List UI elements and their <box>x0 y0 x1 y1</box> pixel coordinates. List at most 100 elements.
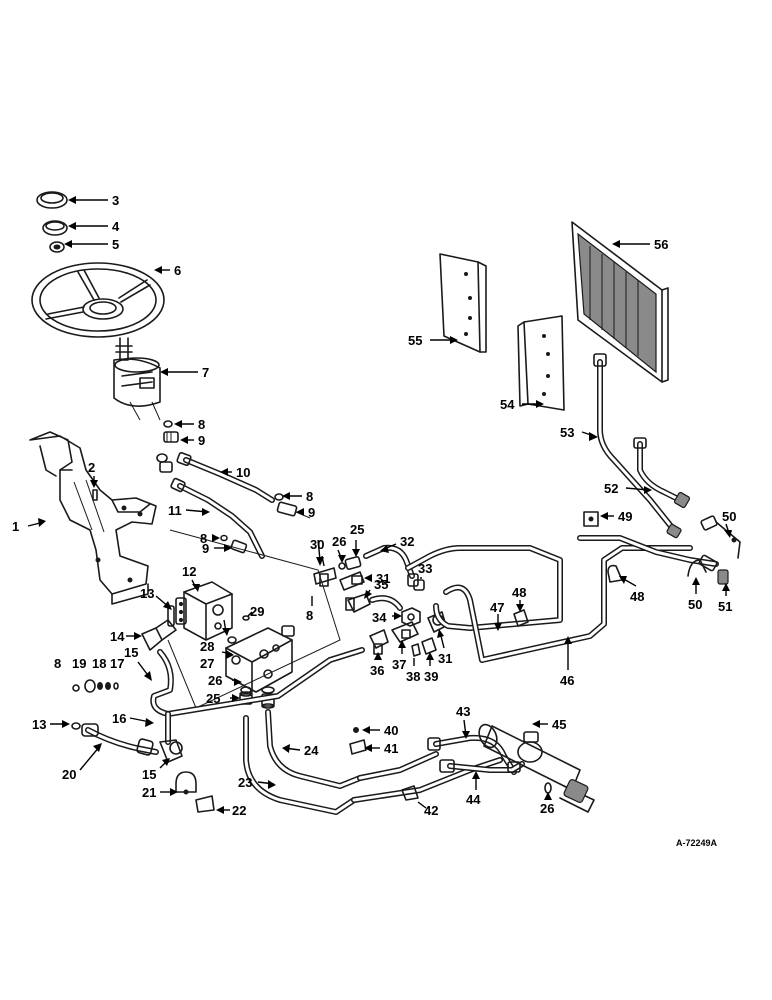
steering-wheel-ring-4 <box>42 220 68 236</box>
callout-38: 38 <box>406 669 420 684</box>
callout-25b: 25 <box>350 522 364 537</box>
tube-46 <box>443 535 719 663</box>
tee-30 <box>313 567 337 587</box>
nut-34 <box>401 607 421 627</box>
tube-52 <box>633 437 691 539</box>
callout-4: 4 <box>112 219 120 234</box>
callout-3: 3 <box>112 193 119 208</box>
fitting-36 <box>369 629 389 655</box>
steering-cylinder-45 <box>478 723 595 813</box>
clip-42 <box>401 785 419 801</box>
steering-wheel-6 <box>31 262 165 338</box>
callout-29: 29 <box>250 604 264 619</box>
callout-7: 7 <box>202 365 209 380</box>
callout-31b: 31 <box>438 651 452 666</box>
o-ring-8c <box>220 534 228 542</box>
callout-50b: 50 <box>688 597 702 612</box>
callout-45: 45 <box>552 717 566 732</box>
callout-56: 56 <box>654 237 668 252</box>
shield-55 <box>439 253 487 353</box>
callout-24: 24 <box>304 743 319 758</box>
shield-54 <box>517 315 565 411</box>
hose-15a <box>150 649 174 717</box>
callout-43: 43 <box>456 704 470 719</box>
callout-17: 17 <box>110 656 124 671</box>
clip-39 <box>421 637 437 655</box>
callout-44: 44 <box>466 792 481 807</box>
fitting-9c <box>230 539 248 554</box>
fitting-50a <box>700 515 741 559</box>
fittings-left <box>156 453 173 473</box>
callout-37: 37 <box>392 657 406 672</box>
callout-23: 23 <box>238 775 252 790</box>
callout-8d: 8 <box>306 608 313 623</box>
oil-cooler-56 <box>571 221 669 383</box>
steering-column-7 <box>113 337 161 421</box>
callout-49: 49 <box>618 509 632 524</box>
callout-46: 46 <box>560 673 574 688</box>
clip-48a <box>513 609 529 627</box>
gasket-13b <box>71 722 81 730</box>
callout-2: 2 <box>88 460 95 475</box>
callout-31a: 31 <box>376 571 390 586</box>
clip-38 <box>411 643 421 657</box>
callout-5: 5 <box>112 237 119 252</box>
callout-8c: 8 <box>200 531 207 546</box>
callout-15b: 15 <box>142 767 156 782</box>
callout-12: 12 <box>182 564 196 579</box>
drawing-code: A-72249A <box>676 838 718 848</box>
o-ring-8a <box>163 420 173 428</box>
valve-block-12 <box>175 581 233 641</box>
callout-28: 28 <box>200 639 214 654</box>
steering-wheel-nut-5 <box>49 241 65 253</box>
callout-53: 53 <box>560 425 574 440</box>
tube-pair-mid <box>351 751 503 803</box>
nut-40 <box>353 727 359 733</box>
tube-23 <box>243 715 357 815</box>
tube-24 <box>265 709 363 789</box>
clamp-21 <box>175 771 197 795</box>
tube-53 <box>593 353 677 533</box>
fitting-31a <box>339 571 365 591</box>
callout-32: 32 <box>400 534 414 549</box>
callout-13b: 13 <box>32 717 46 732</box>
callout-50a: 50 <box>722 509 736 524</box>
tube-10 <box>176 452 275 503</box>
callout-13a: 13 <box>140 586 154 601</box>
clip-49 <box>583 511 599 527</box>
callout-36: 36 <box>370 663 384 678</box>
callout-16: 16 <box>112 711 126 726</box>
tube-16 <box>165 647 365 745</box>
callout-labels: 3 4 5 6 7 8 9 10 8 9 11 8 9 12 13 8 14 1… <box>12 193 736 818</box>
hose-44 <box>439 759 525 773</box>
elbow-15b <box>159 739 183 763</box>
tube-47 <box>405 545 563 631</box>
callout-42: 42 <box>424 803 438 818</box>
steering-wheel-ring-3 <box>36 191 68 209</box>
clip-41 <box>349 739 367 755</box>
support-bracket-1 <box>29 431 157 605</box>
elbow-14 <box>141 619 177 651</box>
callout-9c: 9 <box>202 541 209 556</box>
fitting-9a <box>163 431 179 443</box>
clip-48b <box>607 564 623 583</box>
fitting-9b <box>276 501 311 519</box>
o-ring-26c <box>544 782 552 794</box>
callout-8e: 8 <box>54 656 61 671</box>
callout-48a: 48 <box>512 585 526 600</box>
callout-10: 10 <box>236 465 250 480</box>
assembly-outline <box>167 529 341 709</box>
elbow-35 <box>345 593 371 613</box>
callout-39: 39 <box>424 669 438 684</box>
callout-25a: 25 <box>206 691 220 706</box>
o-ring-26a <box>240 686 252 694</box>
callout-9b: 9 <box>308 505 315 520</box>
callout-48b: 48 <box>630 589 644 604</box>
callout-19: 19 <box>72 656 86 671</box>
callout-51: 51 <box>718 599 732 614</box>
fitting-50b <box>687 554 718 577</box>
callout-20: 20 <box>62 767 76 782</box>
callout-27: 27 <box>200 656 214 671</box>
callout-40: 40 <box>384 723 398 738</box>
